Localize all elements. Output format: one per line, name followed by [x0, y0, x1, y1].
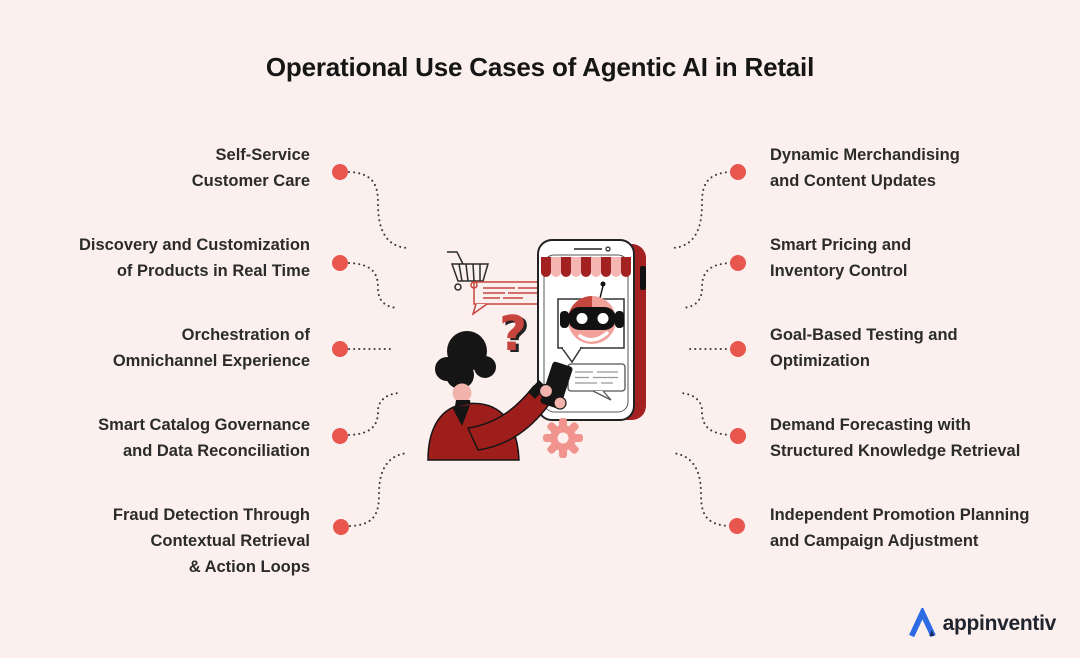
use-case-discovery-customization: Discovery and Customization of Products …	[78, 236, 310, 280]
use-case-fraud-detection: Fraud Detection Through Contextual Retri…	[112, 506, 310, 576]
use-case-catalog-governance: Smart Catalog Governance and Data Reconc…	[98, 416, 310, 460]
use-case-demand-forecasting: Demand Forecasting with Structured Knowl…	[770, 416, 1021, 460]
connector-right-5	[671, 452, 731, 527]
svg-text:?: ?	[499, 306, 527, 362]
connector-right-2	[681, 262, 732, 309]
phone-volume-button	[640, 266, 646, 290]
connector-left-5	[349, 452, 409, 527]
chatbot-icon	[560, 281, 624, 344]
bullet-dots	[332, 164, 746, 535]
dot-right-1	[730, 164, 746, 180]
woman-sleeve-cuff	[528, 380, 546, 399]
phone-screen	[543, 254, 629, 413]
use-case-promotion-planning: Independent Promotion Planning and Campa…	[770, 506, 1030, 550]
dot-right-3	[730, 341, 746, 357]
appinventiv-logo-text: appinventiv	[942, 612, 1057, 635]
appinventiv-logo-icon	[908, 608, 936, 638]
woman-with-phone-illustration	[427, 331, 573, 461]
connector-left-1	[348, 171, 408, 249]
question-mark-icon: ? ?	[499, 306, 530, 364]
dot-right-5	[729, 518, 745, 534]
connector-left-4	[348, 392, 400, 436]
phone-camera	[605, 246, 611, 252]
svg-text:?: ?	[502, 308, 530, 364]
chat-reply-icon	[567, 363, 626, 401]
connector-right-1	[672, 171, 732, 249]
use-case-self-service-customer-care: Self-Service Customer Care	[191, 146, 310, 190]
woman-face	[452, 383, 472, 403]
connector-left-2	[348, 262, 399, 309]
connector-lines	[348, 171, 732, 527]
dot-left-5	[333, 519, 349, 535]
dot-right-4	[730, 428, 746, 444]
dot-left-3	[332, 341, 348, 357]
page-title: Operational Use Cases of Agentic AI in R…	[265, 52, 815, 82]
dot-left-2	[332, 255, 348, 271]
use-case-omnichannel-orchestration: Orchestration of Omnichannel Experience	[112, 326, 310, 370]
smartphone-storefront-icon	[537, 239, 646, 421]
dot-left-1	[332, 164, 348, 180]
use-case-goal-based-testing: Goal-Based Testing and Optimization	[770, 326, 958, 370]
woman-collar	[452, 405, 470, 426]
woman-hair	[435, 331, 496, 389]
woman-hand-left	[538, 383, 554, 399]
dot-right-2	[730, 255, 746, 271]
use-case-dynamic-merchandising: Dynamic Merchandising and Content Update…	[770, 146, 960, 190]
woman-hand-right	[553, 396, 567, 410]
appinventiv-logo: appinventiv	[906, 608, 1056, 640]
shopping-cart-icon	[447, 251, 490, 291]
gear-icon	[543, 418, 583, 458]
dot-left-4	[332, 428, 348, 444]
connector-right-4	[680, 392, 732, 436]
use-case-smart-pricing: Smart Pricing and Inventory Control	[770, 236, 912, 280]
storefront-awning-icon	[541, 257, 631, 277]
